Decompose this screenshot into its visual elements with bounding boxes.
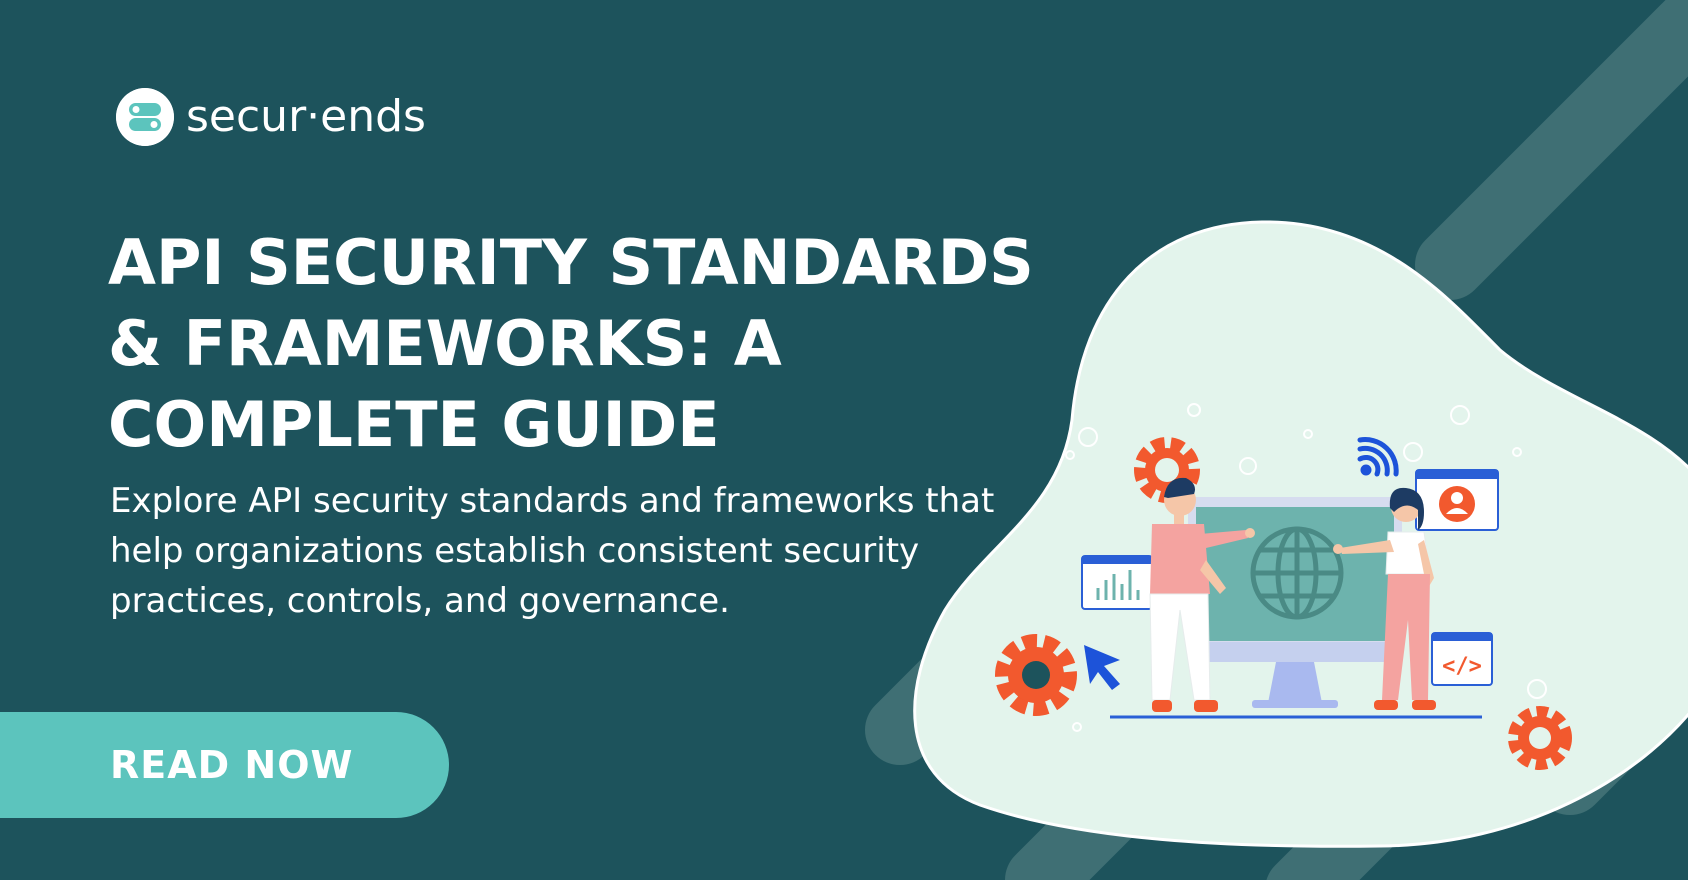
bar-chart-icon <box>1081 555 1153 610</box>
page-subtitle: Explore API security standards and frame… <box>110 476 1040 626</box>
gear-icon <box>1508 706 1572 770</box>
bubble <box>1403 442 1423 462</box>
headline-line: COMPLETE GUIDE <box>108 388 720 461</box>
page-title: API SECURITY STANDARDS & FRAMEWORKS: A C… <box>108 222 1068 465</box>
bubble <box>1303 429 1313 439</box>
monitor-stand <box>1268 662 1322 703</box>
svg-text:</>: </> <box>1442 654 1482 679</box>
bubble <box>1450 405 1470 425</box>
subtitle-line: practices, controls, and governance. <box>110 581 730 621</box>
person-man-figure <box>1149 477 1255 712</box>
bubble <box>1527 679 1547 699</box>
decor-bubbles <box>1072 403 1547 732</box>
headline-line: API SECURITY STANDARDS <box>108 226 1034 299</box>
monitor-bezel <box>1188 642 1402 662</box>
bubble <box>1072 722 1082 732</box>
headline-line: & FRAMEWORKS: A <box>108 307 782 380</box>
wifi-icon <box>1357 437 1399 477</box>
stripe <box>1415 0 1688 300</box>
subtitle-line: Explore API security standards and frame… <box>110 481 995 521</box>
read-now-button[interactable]: READ NOW <box>0 712 449 818</box>
monitor-base <box>1252 700 1338 708</box>
globe-icon <box>1250 526 1344 620</box>
subtitle-line: help organizations establish consistent … <box>110 531 920 571</box>
bubble <box>1512 447 1522 457</box>
user-profile-icon <box>1415 469 1499 531</box>
bubble-outline <box>1065 450 1075 460</box>
code-tag-icon: </> <box>1431 632 1493 686</box>
person-woman-figure <box>1333 487 1436 710</box>
bubble <box>1078 427 1098 447</box>
cursor-icon <box>1084 645 1120 690</box>
gear-icon <box>995 634 1077 716</box>
bubble <box>1187 403 1201 417</box>
bubble <box>1239 457 1257 475</box>
brand-logo[interactable]: secur·ends <box>116 88 426 146</box>
brand-name: secur·ends <box>186 91 426 142</box>
secur-ends-logo-icon <box>116 88 174 146</box>
